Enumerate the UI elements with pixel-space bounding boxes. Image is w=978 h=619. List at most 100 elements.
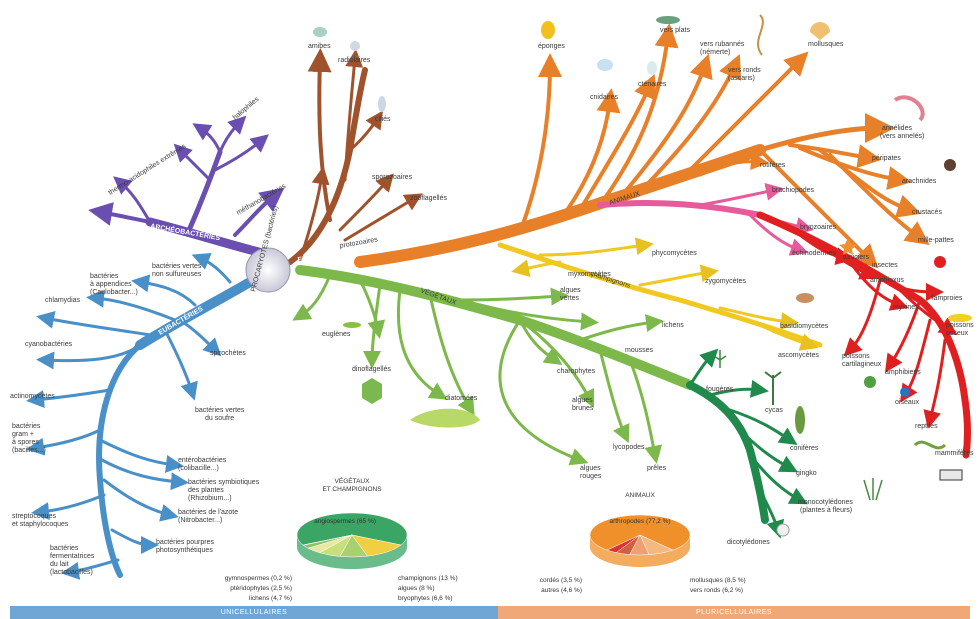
- label-pourpres-1: bactéries pourpres: [156, 539, 214, 546]
- label-lait-3: du lait: [50, 561, 69, 568]
- label-zygomycetes: zygomycètes: [705, 278, 746, 285]
- starfish-icon: [839, 238, 857, 255]
- label-myxomycetes: myxomycètes: [568, 271, 611, 278]
- footer-pluricellulaires: PLURICELLULAIRES: [498, 606, 970, 619]
- label-cycas: cycas: [765, 407, 783, 414]
- pie-animaux-autres: autres (4,6 %): [541, 587, 582, 594]
- pie-vegetaux-bryophytes: bryophytes (6,6 %): [398, 595, 453, 602]
- label-entero-1: entérobactéries: [178, 457, 227, 464]
- label-appendices: à appendices: [90, 281, 132, 288]
- label-algues-vertes-2: vertes: [560, 295, 580, 302]
- jellyfish-icon: [597, 59, 613, 71]
- fern-icon: [713, 350, 727, 368]
- pie-slice-gymnospermes: [302, 534, 353, 546]
- diatom-icon: [410, 408, 480, 428]
- label-entero-2: (colibacille...): [178, 465, 219, 472]
- bird-icon: [900, 387, 910, 397]
- shell-icon: [810, 22, 830, 40]
- label-oiseaux: oiseaux: [895, 399, 920, 406]
- pie-animaux-cordes: cordés (3,5 %): [540, 577, 582, 584]
- label-preles: prêles: [647, 465, 667, 472]
- label-poissons-cart-2: cartilagineux: [842, 361, 882, 368]
- label-mollusques: mollusques: [808, 41, 844, 48]
- label-gram-1: bactéries: [12, 423, 41, 430]
- footer-unicellulaires: UNICELLULAIRES: [10, 606, 498, 619]
- euglena-icon: [343, 322, 361, 328]
- plants-branches: [292, 265, 695, 466]
- label-peripates: péripates: [872, 155, 901, 162]
- mushroom-icon: [796, 293, 814, 303]
- label-strepto-1: streptocoques: [12, 513, 56, 520]
- label-gingko: gingko: [796, 470, 817, 477]
- pie-vegetaux-title-1: VÉGÉTAUX: [335, 476, 371, 485]
- dinoflagellate-icon: [362, 378, 382, 404]
- label-algues-brunes-1: algues: [572, 397, 593, 404]
- label-pourpres-2: photosynthétiques: [156, 547, 213, 554]
- label-vers-rubannes-2: (némerte): [700, 49, 730, 56]
- label-chlamydias: chlamydias: [45, 297, 81, 304]
- frog-icon: [864, 376, 876, 388]
- pie-side: [297, 535, 407, 569]
- label-monocot-2: (plantes à fleurs): [800, 507, 852, 514]
- label-brachiopodes: brachiopodes: [772, 187, 815, 194]
- animals-branches: [354, 23, 930, 269]
- label-rotiferes: rotifères: [760, 162, 786, 169]
- label-phycomycetes: phycomycètes: [652, 250, 697, 257]
- label-euglenes: euglènes: [322, 331, 351, 338]
- label-poissons-cart-1: poissons: [842, 353, 870, 360]
- footer-unicellulaires-label: UNICELLULAIRES: [220, 609, 288, 616]
- label-lamproies: lamproies: [932, 295, 963, 302]
- label-mille-pattes: mille-pattes: [918, 237, 954, 244]
- label-algues-rouges-1: algues: [580, 465, 601, 472]
- label-azote-2: (Nitrobacter...): [178, 517, 222, 524]
- label-mousses: mousses: [625, 347, 654, 354]
- annelid-icon: [893, 95, 925, 122]
- label-vers-ronds-1: vers ronds: [728, 67, 761, 74]
- label-tuniciers: tuniciers: [843, 254, 870, 261]
- label-lait-2: fermentatrices: [50, 553, 95, 560]
- organism-icons: [313, 14, 972, 537]
- pie-vegetaux-lichens: lichens (4,7 %): [249, 595, 292, 602]
- sponge-icon: [541, 21, 555, 39]
- snake-icon: [913, 440, 947, 450]
- label-myxines: myxines: [893, 304, 919, 311]
- label-echinodermes: échinodermes: [792, 250, 836, 257]
- label-sporozoaires: sporozoaires: [372, 174, 413, 181]
- chordates-branches: [756, 211, 971, 459]
- label-lait-4: (lactobacilles): [50, 569, 93, 576]
- label-vers-plats: vers plats: [660, 27, 690, 34]
- pie-vegetaux-algues: algues (8 %): [398, 585, 435, 592]
- label-algues-vertes-1: algues: [560, 287, 581, 294]
- label-annelides-1: annélides: [882, 125, 912, 132]
- pie-vegetaux-title-2: ET CHAMPIGNONS: [322, 486, 382, 493]
- pie-slice-cordés: [606, 534, 641, 553]
- label-dicotyledones: dicotylédones: [727, 539, 770, 546]
- label-poissons-osseux-2: osseux: [946, 330, 969, 337]
- label-halophiles: halophiles: [232, 96, 261, 122]
- label-eponges: éponges: [538, 43, 565, 50]
- label-caulobacter: (Caulobacter...): [90, 289, 138, 296]
- footer-pluricellulaires-label: PLURICELLULAIRES: [695, 609, 773, 616]
- pie-vegetaux-gymnospermes: gymnospermes (0,2 %): [225, 575, 292, 582]
- fish-icon: [948, 314, 972, 322]
- eubacteria-branches: [26, 252, 267, 580]
- label-azote-1: bactéries de l'azote: [178, 509, 238, 516]
- label-reptiles: reptiles: [915, 423, 938, 430]
- conifer-icon: [795, 406, 805, 434]
- pie-vegetaux: [296, 512, 408, 569]
- fungi-branches: [497, 237, 823, 351]
- label-spirochetes: spirochètes: [210, 350, 246, 357]
- label-mammiferes: mammifères: [935, 450, 974, 457]
- pie-vegetaux-champignons: champignons (13 %): [398, 575, 458, 582]
- label-vers-ronds-2: (ascaris): [728, 75, 755, 82]
- pie-animaux-mollusques: mollusques (8,5 %): [690, 577, 746, 584]
- label-symb-2: des plantes: [188, 487, 224, 494]
- label-gram-2: gram +: [12, 431, 34, 438]
- label-algues-rouges-2: rouges: [580, 473, 602, 480]
- label-bacteries-appendices: bactéries: [90, 273, 119, 280]
- label-lycopodes: lycopodes: [613, 444, 645, 451]
- label-cnidaires: cnidaires: [590, 94, 619, 101]
- label-fougeres: fougères: [706, 386, 734, 393]
- label-amphioxus: amphioxus: [870, 277, 904, 284]
